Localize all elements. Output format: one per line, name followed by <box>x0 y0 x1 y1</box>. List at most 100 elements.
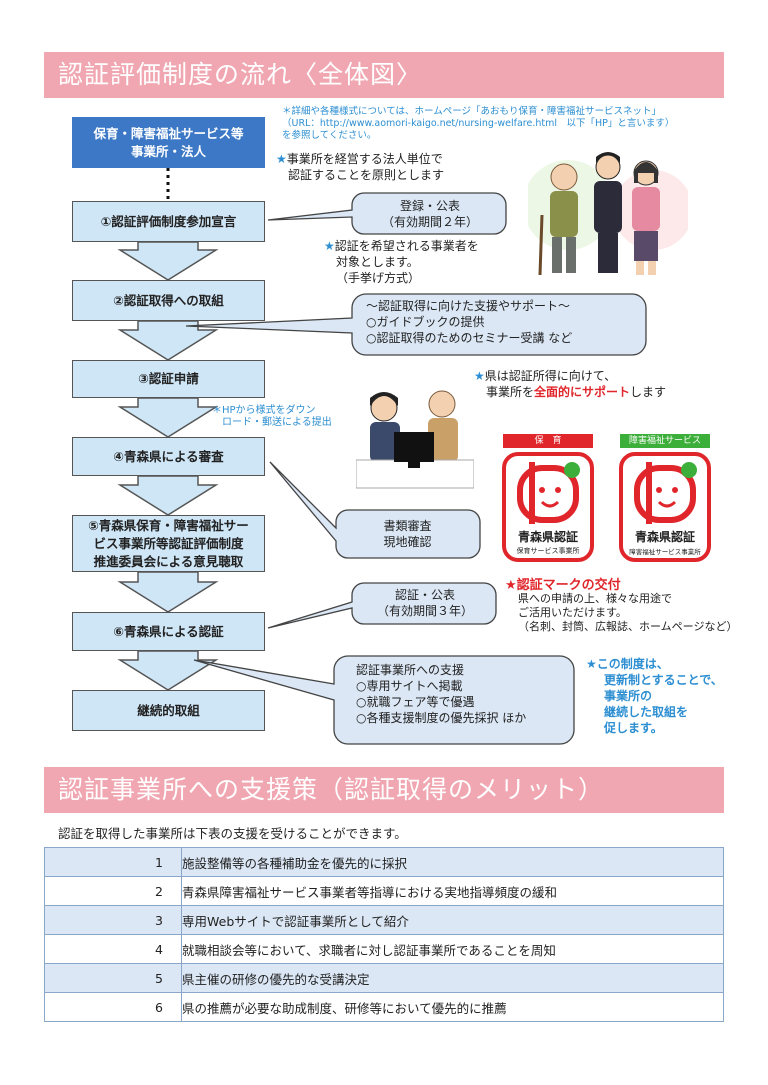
step-5-committee: ⑤青森県保育・障害福祉サー ビス事業所等認証評価制度 推進委員会による意見聴取 <box>72 515 265 572</box>
hp-download-note: ＊HPから様式をダウン ロード・郵送による提出 <box>212 405 332 429</box>
row-number: 4 <box>44 934 182 964</box>
callout-line: （有効期間３年） <box>376 604 473 618</box>
row-number: 2 <box>44 876 182 906</box>
row-text: 専用Webサイトで認証事業所として紹介 <box>181 905 724 935</box>
star-icon: ★ <box>474 369 485 383</box>
applicant-box: 保育・障害福祉サービス等 事業所・法人 <box>72 117 265 168</box>
step-3-application: ③認証申請 <box>72 360 265 398</box>
note-line: （URL：http://www.aomori-kaigo.net/nursing… <box>282 118 675 129</box>
row-text: 就職相談会等において、求職者に対し認証事業所であることを周知 <box>181 934 724 964</box>
note-line: ＊HPから様式をダウン <box>212 405 316 416</box>
note-corporate-unit: ★事業所を経営する法人単位で 認証することを原則とします <box>276 151 444 183</box>
note-line: 更新制とすることで、 <box>604 673 723 687</box>
row-number: 1 <box>44 847 182 877</box>
step-label: 推進委員会による意見聴取 <box>93 553 244 569</box>
note-renewal: ★この制度は、 更新制とすることで、 事業所の 継続した取組を 促します。 <box>586 656 723 736</box>
step-continuous: 継続的取組 <box>72 690 265 731</box>
note-line: 対象とします。 <box>336 255 419 269</box>
note-line: 認証することを原則とします <box>288 168 445 182</box>
callout-certification: 認証・公表 （有効期間３年） <box>360 587 490 619</box>
step-label: 継続的取組 <box>137 702 200 718</box>
certification-mark-childcare <box>502 452 594 562</box>
note-line: 事業所を経営する法人単位で <box>286 152 443 166</box>
step-6-certification: ⑥青森県による認証 <box>72 612 265 651</box>
callout-line: ○認証取得のためのセミナー受講 など <box>366 331 573 345</box>
note-voluntary: ★認証を希望される事業者を 対象とします。 （手挙げ方式） <box>324 238 479 286</box>
section-title-flow: 認証評価制度の流れ〈全体図〉 <box>44 52 724 98</box>
callout-bubble-3 <box>269 461 481 559</box>
callout-bubble-5 <box>193 655 575 745</box>
note-line: 県は認証所得に向けて、 <box>484 369 617 383</box>
star-icon: ★ <box>324 239 335 253</box>
delivery-line: ご活用いただけます。 <box>518 606 627 619</box>
mark-delivery-title: ★認証マークの交付 <box>505 578 621 593</box>
callout-line: ○ガイドブックの提供 <box>366 315 485 329</box>
row-number: 5 <box>44 963 182 993</box>
callout-line: 認証・公表 <box>394 588 455 602</box>
row-text: 施設整備等の各種補助金を優先的に採択 <box>181 847 724 877</box>
step-2-effort: ②認証取得への取組 <box>72 280 265 321</box>
callout-inspection: 書類審査 現地確認 <box>345 518 470 550</box>
callout-bubble-1 <box>267 192 507 235</box>
note-line: 事業所を <box>486 385 535 399</box>
callout-continued-support: 認証事業所への支援 ○専用サイトへ掲載 ○就職フェア等で優遇 ○各種支援制度の優… <box>356 662 566 726</box>
mark-title-childcare: 青森県認証 <box>517 530 578 544</box>
note-line: 促します。 <box>604 721 663 735</box>
star-icon: ★ <box>276 152 287 166</box>
row-text: 青森県障害福祉サービス事業者等指導における実地指導頻度の緩和 <box>181 876 724 906</box>
callout-bubble-2 <box>185 293 647 356</box>
callout-line: ○各種支援制度の優先採択 ほか <box>356 711 527 725</box>
note-full-support: ★県は認証所得に向けて、 事業所を全面的にサポートします <box>474 368 666 400</box>
delivery-line: （名刺、封筒、広報誌、ホームページなど） <box>518 620 738 633</box>
step-4-review: ④青森県による審査 <box>72 437 265 476</box>
step-label: ①認証評価制度参加宣言 <box>100 213 237 229</box>
callout-line: （有効期間２年） <box>381 215 478 229</box>
certification-mark-welfare <box>619 452 711 562</box>
row-text: 県の推薦が必要な助成制度、研修等において優先的に推薦 <box>181 992 724 1022</box>
caregivers-illustration <box>528 152 688 276</box>
callout-line: 認証事業所への支援 <box>356 663 465 677</box>
step-label: ③認証申請 <box>138 371 199 386</box>
step-label: ⑤青森県保育・障害福祉サー <box>88 517 249 533</box>
full-support-emphasis: 全面的にサポート <box>534 385 631 399</box>
step-label: ④青森県による審査 <box>113 448 224 464</box>
note-line: 事業所の <box>604 689 653 703</box>
applicant-line: 事業所・法人 <box>130 143 206 159</box>
down-arrow <box>117 650 219 691</box>
note-line: 継続した取組を <box>604 705 689 719</box>
down-arrow <box>117 475 219 516</box>
callout-bubble-4 <box>267 582 497 629</box>
down-arrow <box>117 571 219 613</box>
mark-sub-welfare: 障害福祉サービス事業所 <box>629 548 701 556</box>
callout-line: ○専用サイトへ掲載 <box>356 679 463 693</box>
step-label: ビス事業所等認証評価制度 <box>93 535 244 551</box>
note-line: ロード・郵送による提出 <box>222 417 332 428</box>
mark-delivery-text: 県への申請の上、様々な用途で ご活用いただけます。 （名刺、封筒、広報誌、ホーム… <box>518 592 737 634</box>
callout-line: ～認証取得に向けた支援やサポート～ <box>366 299 571 313</box>
note-line: ＊詳細や各種様式については、ホームページ「あおもり保育・障害福祉サービスネット」 <box>282 106 662 117</box>
callout-line: 現地確認 <box>383 535 432 549</box>
consultation-illustration <box>356 390 474 489</box>
step-1-declaration: ①認証評価制度参加宣言 <box>72 201 265 242</box>
step-label: ⑥青森県による認証 <box>113 623 224 639</box>
callout-registration: 登録・公表 （有効期間２年） <box>360 198 500 230</box>
mark-title-welfare: 青森県認証 <box>634 530 695 544</box>
note-line: を参照してください。 <box>282 130 377 141</box>
row-text: 県主催の研修の優先的な受講決定 <box>181 963 724 993</box>
callout-line: 書類審査 <box>383 519 432 533</box>
down-arrow <box>117 320 219 361</box>
note-line: します <box>630 385 667 399</box>
row-number: 3 <box>44 905 182 935</box>
callout-support: ～認証取得に向けた支援やサポート～ ○ガイドブックの提供 ○認証取得のためのセミ… <box>366 298 640 346</box>
section-title-benefits: 認証事業所への支援策（認証取得のメリット） <box>44 767 724 813</box>
callout-line: 登録・公表 <box>399 199 460 213</box>
callout-line: ○就職フェア等で優遇 <box>356 695 475 709</box>
note-line: この制度は、 <box>596 657 669 671</box>
